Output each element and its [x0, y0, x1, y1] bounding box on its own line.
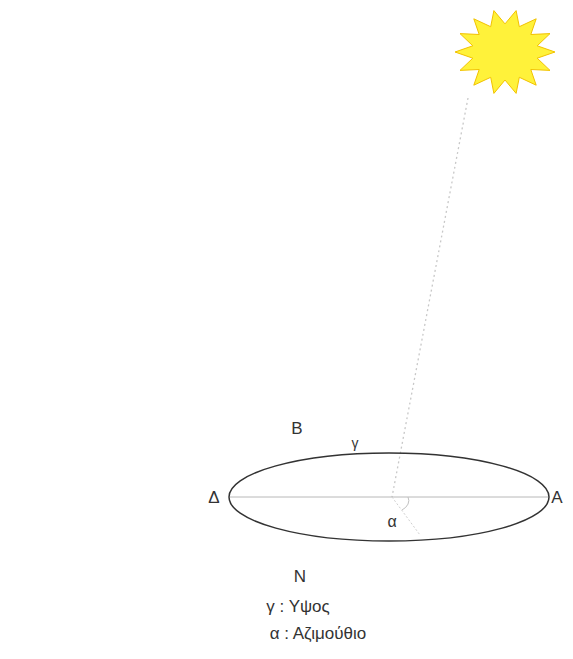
legend-altitude: γ : Υψος — [266, 598, 329, 615]
east-label: A — [551, 489, 562, 506]
azimuth-symbol: α — [387, 514, 396, 530]
azimuth-arc — [402, 497, 409, 510]
east-west-line — [230, 497, 548, 498]
legend-azimuth: α : Αζιμούθιο — [270, 625, 367, 642]
south-label: N — [294, 568, 306, 585]
sun-symbol — [455, 11, 555, 94]
north-label: B — [291, 420, 302, 437]
horizon-ellipse — [229, 453, 549, 541]
sun-ray-line — [392, 98, 468, 497]
altitude-symbol: γ — [352, 436, 359, 450]
west-label: Δ — [208, 489, 219, 506]
